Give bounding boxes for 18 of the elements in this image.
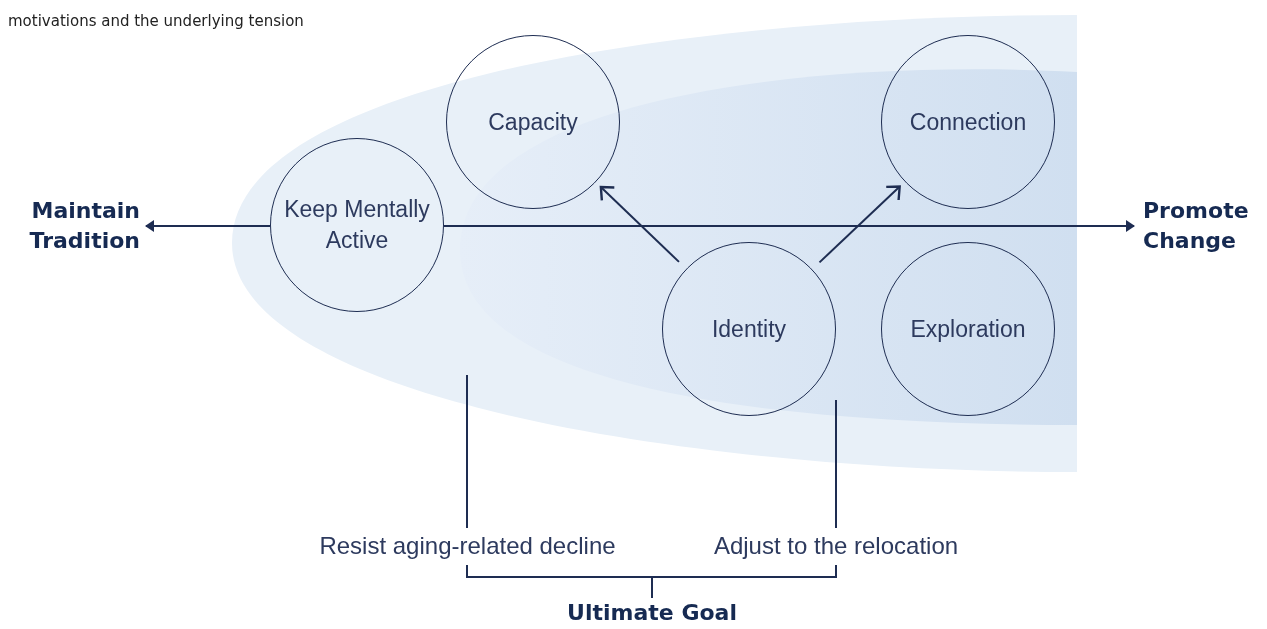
pole-label: Maintain Tradition [28,197,140,255]
circle-label: Connection [908,107,1028,137]
circle-label: Capacity [487,107,579,137]
arrow [599,185,680,263]
circle-label: Keep Mentally Active [283,195,431,255]
bracket-line [835,399,837,529]
pole-label: Promote Change [1143,197,1250,255]
arrow [443,220,1135,232]
leader-line [466,374,468,529]
goal-text: Resist aging-related decline [319,532,616,560]
bracket-line [651,564,837,599]
arrow [145,220,271,232]
circle-label: Identity [710,314,788,344]
pole-label: Ultimate Goal [567,599,737,627]
goal-text: Adjust to the relocation [713,532,959,560]
heading-text: motivations and the underlying tension [8,11,305,32]
circle-label: Exploration [909,314,1027,344]
arrow [818,185,901,264]
